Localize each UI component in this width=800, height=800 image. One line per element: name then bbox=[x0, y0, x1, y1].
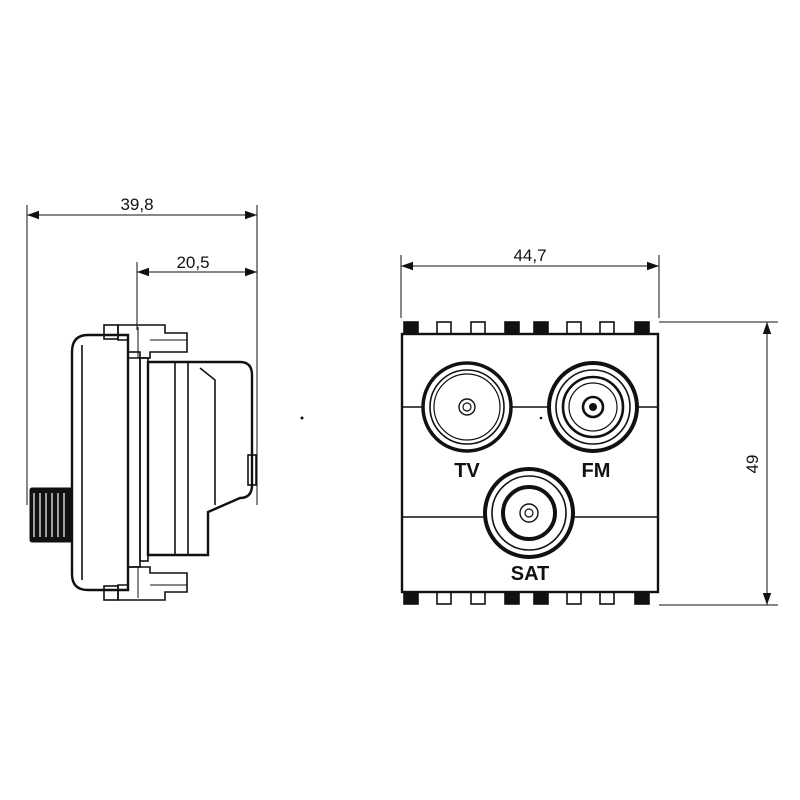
bottom-tab bbox=[436, 591, 452, 605]
mounting-frame bbox=[127, 351, 149, 568]
bottom-tabs bbox=[403, 591, 650, 605]
bottom-clip bbox=[117, 566, 188, 601]
sat-socket bbox=[483, 467, 575, 559]
center-dot bbox=[539, 416, 543, 420]
reference-dot bbox=[300, 416, 304, 420]
top-tab bbox=[403, 321, 419, 335]
bottom-tab bbox=[634, 591, 650, 605]
rear-housing bbox=[146, 360, 257, 557]
bottom-tab bbox=[504, 591, 520, 605]
fm-socket bbox=[547, 361, 639, 453]
width-label: 44,7 bbox=[513, 246, 546, 265]
top-tab bbox=[566, 321, 582, 335]
top-clip bbox=[117, 324, 188, 359]
top-tab bbox=[533, 321, 549, 335]
top-tab bbox=[470, 321, 486, 335]
overall-depth-label: 39,8 bbox=[120, 195, 153, 214]
top-tab bbox=[504, 321, 520, 335]
fm-label: FM bbox=[582, 460, 611, 482]
rear-depth-label: 20,5 bbox=[176, 253, 209, 272]
bottom-tab bbox=[566, 591, 582, 605]
f-connector bbox=[29, 487, 73, 543]
bottom-tab bbox=[403, 591, 419, 605]
top-tab bbox=[599, 321, 615, 335]
sat-label: SAT bbox=[511, 563, 550, 585]
tv-socket bbox=[421, 361, 513, 453]
height-label: 49 bbox=[743, 455, 762, 474]
bottom-tab bbox=[470, 591, 486, 605]
side-front-plate bbox=[70, 324, 130, 601]
bottom-tab bbox=[533, 591, 549, 605]
front-view: 44,7 49 TV FM bbox=[400, 246, 778, 606]
bottom-tab bbox=[599, 591, 615, 605]
top-tab bbox=[634, 321, 650, 335]
side-view: 39,8 20,5 bbox=[26, 195, 304, 601]
tv-label: TV bbox=[454, 460, 480, 482]
front-plate bbox=[400, 332, 660, 594]
top-tabs bbox=[403, 321, 650, 335]
top-tab bbox=[436, 321, 452, 335]
